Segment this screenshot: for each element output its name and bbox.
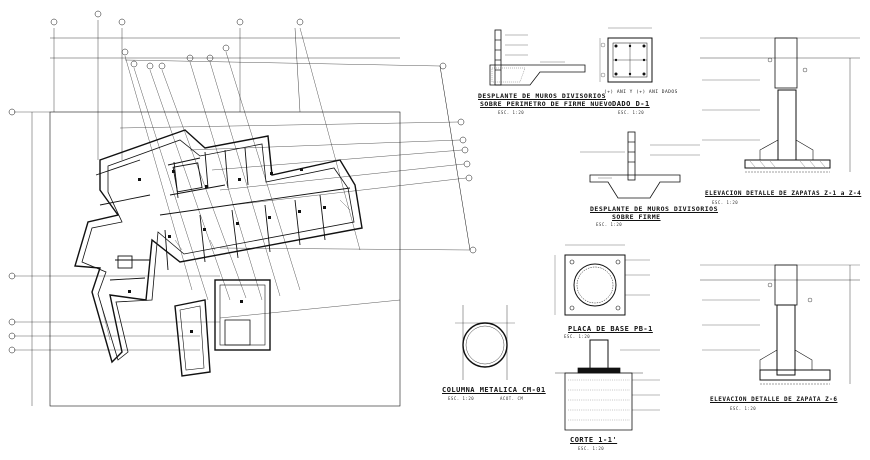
detail-desplante-firme [580, 131, 700, 199]
placa-base-title: PLACA DE BASE PB-1 [568, 325, 653, 333]
desplante-firme-scale: ESC. 1:20 [596, 222, 623, 227]
detail-placa-base [554, 244, 650, 316]
zapata-6-title: ELEVACION DETALLE DE ZAPATA Z-6 [710, 396, 838, 403]
columna-scale-right: ACOT. CM [500, 396, 524, 401]
dado-scale: ESC. 1:20 [618, 110, 645, 115]
desplante-firme-title-1: DESPLANTE DE MUROS DIVISORIOS [590, 205, 718, 213]
detail-desplante-perimetro [489, 29, 586, 86]
dado-note: (+) ANI Y (+) ANI DADOS [604, 90, 678, 95]
columna-scale-left: ESC. 1:20 [448, 396, 475, 401]
placa-base-scale: ESC. 1:20 [564, 334, 591, 339]
columna-title: COLUMNA METALICA CM-01 [442, 386, 546, 394]
zapata-1-4-scale: ESC. 1:20 [712, 200, 739, 205]
dado-title: DADO D-1 [612, 100, 650, 108]
desplante-firme-title-2: SOBRE FIRME [612, 213, 661, 221]
detail-corte [555, 339, 660, 431]
zapata-6-scale: ESC. 1:20 [730, 406, 757, 411]
detail-columna [455, 305, 515, 380]
corte-scale: ESC. 1:20 [578, 446, 605, 451]
detail-zapata-1-4 [700, 37, 860, 173]
desplante-perimetro-scale: ESC. 1:20 [498, 110, 525, 115]
detail-zapata-6 [700, 264, 860, 385]
zapata-1-4-title: ELEVACION DETALLE DE ZAPATAS Z-1 a Z-4 [705, 190, 862, 197]
desplante-perimetro-title-2: SOBRE PERIMETRO DE FIRME NUEVO [480, 100, 613, 108]
detail-dado [599, 27, 653, 83]
corte-title: CORTE 1-1' [570, 436, 618, 444]
desplante-perimetro-title-1: DESPLANTE DE MUROS DIVISORIOS [478, 92, 606, 100]
foundation-plan [8, 10, 477, 407]
